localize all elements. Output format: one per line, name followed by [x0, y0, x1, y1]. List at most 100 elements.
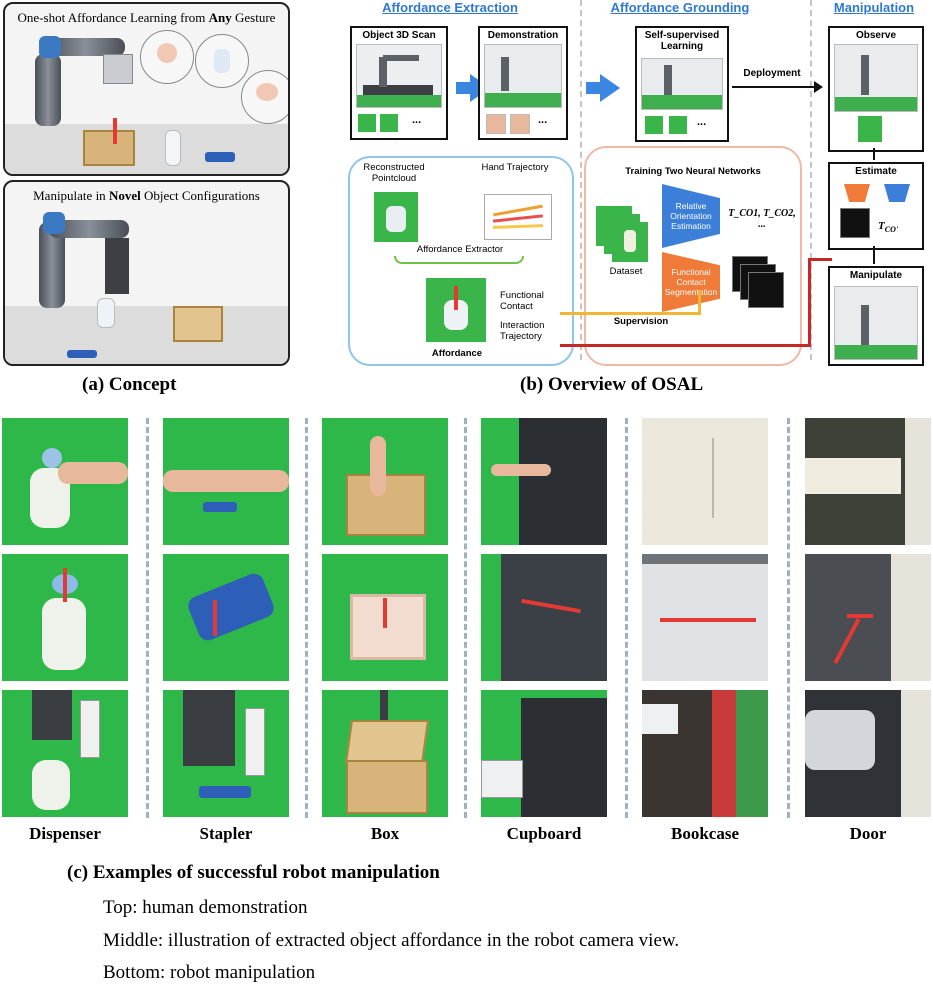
box-robot	[322, 690, 448, 817]
caption-b: (b) Overview of OSAL	[520, 374, 704, 395]
scan-thumb	[380, 114, 398, 132]
concept-bottom-panel: Manipulate in Novel Object Configuration…	[3, 180, 290, 366]
dataset-image	[612, 222, 648, 262]
reconstructed-label: Reconstructed Pointcloud	[363, 162, 425, 184]
hand-trajectory-image	[484, 194, 552, 240]
gesture-photo-2	[195, 34, 249, 88]
segmentation-mask	[748, 272, 784, 308]
concept-bottom-title: Manipulate in Novel Object Configuration…	[33, 188, 260, 203]
ssl-thumb	[645, 116, 663, 134]
observe-to-estimate-arrow	[873, 148, 875, 160]
trajectory-line	[808, 258, 832, 261]
object-scan-box: Object 3D Scan ...	[350, 26, 448, 140]
column-label-stapler: Stapler	[199, 824, 253, 843]
caption-a: (a) Concept	[82, 374, 177, 395]
section-divider	[580, 0, 582, 360]
column-label-door: Door	[849, 824, 887, 843]
box-demo	[322, 418, 448, 545]
wooden-box	[83, 130, 135, 166]
manipulate-label: Manipulate	[849, 270, 903, 281]
demonstration-label: Demonstration	[487, 30, 559, 41]
column-divider	[464, 418, 467, 818]
supervision-line	[560, 312, 700, 315]
section-affordance-grounding: Affordance Grounding	[610, 0, 750, 15]
scan-more: ...	[412, 114, 422, 126]
estimate-label: Estimate	[855, 166, 897, 177]
column-label-cupboard: Cupboard	[506, 824, 582, 843]
trajectory-line	[808, 258, 811, 347]
estimate-box: Estimate TCO'	[828, 162, 924, 250]
robot-joint	[39, 36, 61, 58]
estimate-blue-icon	[884, 184, 910, 202]
box-affordance	[322, 554, 448, 681]
stapler	[67, 350, 97, 358]
column-divider	[787, 418, 790, 818]
dispenser-bottle	[165, 130, 181, 166]
wooden-box	[173, 306, 223, 342]
gesture-photo-3	[241, 70, 288, 124]
ssl-more: ...	[697, 116, 707, 128]
stapler-demo	[163, 418, 289, 545]
dispenser-demo	[2, 418, 128, 545]
manipulate-robot-image	[834, 286, 918, 360]
gesture-photo-1	[140, 30, 194, 84]
demo-hand-thumb	[486, 114, 506, 134]
concept-top-panel: One-shot Affordance Learning from Any Ge…	[3, 2, 290, 176]
functional-segmentation-network: Functional Contact Segmentation	[662, 252, 720, 312]
demonstration-box: Demonstration ...	[478, 26, 568, 140]
supervision-label: Supervision	[613, 316, 669, 327]
robot-joint	[43, 212, 65, 234]
demo-robot-image	[484, 44, 562, 108]
flow-arrow	[586, 74, 620, 102]
cupboard-affordance	[481, 554, 607, 681]
door-robot	[805, 690, 931, 817]
extraction-detail: Reconstructed Pointcloud Hand Trajectory…	[348, 156, 574, 366]
door-demo	[805, 418, 931, 545]
caption-c-title: (c) Examples of successful robot manipul…	[67, 862, 440, 883]
self-supervised-box: Self-supervised Learning ...	[635, 26, 729, 142]
bookcase-robot	[642, 690, 768, 817]
section-affordance-extraction: Affordance Extraction	[382, 0, 518, 15]
bookcase-affordance	[642, 554, 768, 681]
interaction-trajectory-label: Interaction Trajectory	[500, 320, 545, 342]
estimate-orange-icon	[844, 184, 870, 202]
section-manipulation: Manipulation	[833, 0, 915, 15]
manipulate-box: Manipulate	[828, 266, 924, 366]
section-divider	[810, 0, 812, 360]
bookcase-demo	[642, 418, 768, 545]
object-scan-label: Object 3D Scan	[362, 30, 436, 41]
robot-arm-link	[49, 220, 129, 238]
deployment-arrow	[732, 86, 818, 88]
relative-orientation-network: Relative Orientation Estimation	[662, 184, 720, 248]
scan-thumb	[358, 114, 376, 132]
column-divider	[625, 418, 628, 818]
cupboard-demo	[481, 418, 607, 545]
robot-gripper	[105, 238, 129, 294]
door-affordance	[805, 554, 931, 681]
tco-label: T_CO1, T_CO2, ...	[728, 208, 796, 230]
affordance-arrow	[113, 118, 117, 144]
robot-arm-link	[45, 38, 125, 56]
table-surface	[5, 306, 288, 364]
robot-arm-base	[35, 54, 61, 126]
observe-label: Observe	[855, 30, 897, 41]
training-label: Training Two Neural Networks	[625, 166, 761, 177]
estimate-mask	[840, 208, 870, 238]
observe-robot-image	[834, 44, 918, 112]
stapler-affordance	[163, 554, 289, 681]
ssl-robot-image	[641, 58, 723, 110]
stapler-robot	[163, 690, 289, 817]
supervision-line	[698, 290, 701, 315]
caption-c-line-middle: Middle: illustration of extracted object…	[103, 930, 680, 951]
dispenser-bottle	[97, 298, 115, 328]
estimate-to-manipulate-arrow	[873, 246, 875, 264]
deployment-label: Deployment	[743, 68, 801, 79]
affordance-image	[426, 278, 486, 342]
caption-c-line-bottom: Bottom: robot manipulation	[103, 962, 316, 983]
estimate-formula: TCO'	[878, 220, 899, 235]
dataset-label: Dataset	[609, 266, 643, 277]
observe-thumb	[858, 116, 882, 142]
dispenser-affordance	[2, 554, 128, 681]
osal-overview: Affordance Extraction Affordance Groundi…	[340, 0, 933, 370]
self-supervised-label: Self-supervised Learning	[644, 30, 720, 52]
